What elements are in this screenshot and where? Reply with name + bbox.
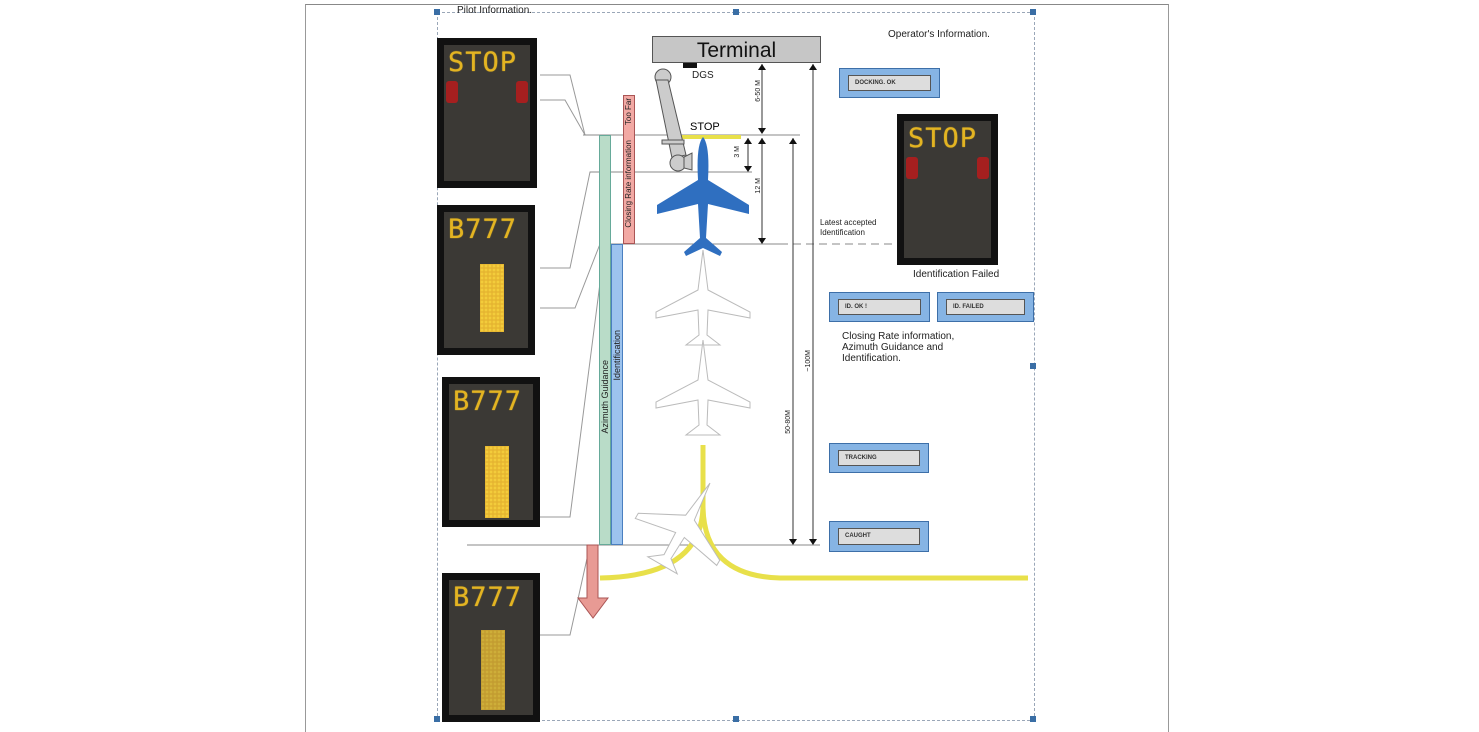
pilot-info-heading: Pilot Information. — [457, 5, 533, 16]
resize-handle[interactable] — [733, 9, 739, 15]
resize-handle[interactable] — [1030, 716, 1036, 722]
azimuth-guidance-bar — [599, 135, 611, 545]
id-failed-box: ID. FAILED — [937, 292, 1034, 322]
stop-label: STOP — [690, 121, 720, 133]
ghost-planes — [634, 249, 751, 575]
dim-50-80m: 50-80M — [785, 410, 792, 434]
taxi-line — [599, 445, 1028, 581]
dimension-lines — [747, 64, 814, 543]
dim-3m: 3 M — [734, 146, 741, 158]
azimuth-label: Azimuth Guidance — [600, 360, 610, 434]
id-ok-box: ID. OK ! — [829, 292, 930, 322]
overshoot-arrow — [577, 544, 609, 619]
dgs-label: DGS — [692, 70, 714, 81]
identification-bar — [611, 244, 623, 545]
identification-label: Identification — [612, 330, 622, 381]
resize-handle[interactable] — [733, 716, 739, 722]
pilot-display-stop: STOP — [437, 38, 537, 188]
identification-failed-caption: Identification Failed — [913, 269, 1000, 280]
pilot-display-identification: B777 — [437, 205, 535, 355]
resize-handle[interactable] — [434, 716, 440, 722]
too-far-label: Too Far — [624, 98, 633, 126]
resize-handle[interactable] — [1030, 363, 1036, 369]
document-page — [305, 4, 1169, 732]
closing-rate-bar — [623, 95, 635, 244]
pilot-display-azimuth: B777 — [442, 377, 540, 527]
operator-display: STOP — [897, 114, 998, 265]
resize-handle[interactable] — [434, 9, 440, 15]
jetway — [654, 68, 693, 172]
closing-rate-caption: Closing Rate information, Azimuth Guidan… — [842, 331, 955, 364]
operator-info-heading: Operator's Information. — [888, 29, 990, 40]
dim-6-50m: 6-50 M — [755, 80, 762, 102]
resize-handle[interactable] — [1030, 9, 1036, 15]
docking-ok-box: DOCKING. OK — [839, 68, 940, 98]
dim-100m: ~100M — [805, 350, 812, 372]
dim-12m: 12 M — [755, 178, 762, 194]
caught-box: CAUGHT — [829, 521, 929, 552]
closing-rate-label: Closing Rate information — [624, 140, 633, 228]
latest-accepted-label: Latest accepted Identification — [820, 218, 877, 237]
terminal-building: Terminal — [652, 36, 821, 63]
pilot-display-approach: B777 — [442, 573, 540, 722]
tracking-box: TRACKING — [829, 443, 929, 473]
aircraft-icon — [657, 137, 749, 256]
dgs-unit — [683, 63, 697, 68]
dimension-arrows — [744, 64, 817, 545]
